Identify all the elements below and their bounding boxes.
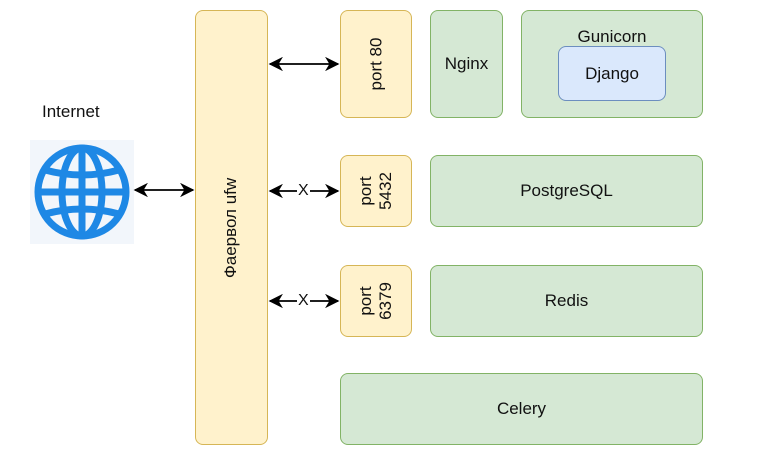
- celery-label: Celery: [496, 399, 547, 418]
- firewall-box: Фаервол ufw: [195, 10, 268, 445]
- django-box: Django: [558, 46, 666, 101]
- port-6379-box: port 6379: [340, 265, 412, 337]
- gunicorn-label: Gunicorn: [577, 27, 647, 46]
- port-5432-line2: 5432: [375, 172, 395, 210]
- firewall-label: Фаервол ufw: [221, 177, 241, 278]
- port-5432-box: port 5432: [340, 155, 412, 227]
- nginx-box: Nginx: [430, 10, 503, 118]
- port-5432-line1: port: [355, 176, 375, 206]
- port-80-box: port 80: [340, 10, 412, 118]
- port-80-label: port 80: [366, 37, 385, 91]
- celery-box: Celery: [340, 373, 703, 445]
- port-6379-line1: port: [355, 286, 375, 316]
- redis-label: Redis: [544, 291, 589, 310]
- blocked-mark-5432: X: [297, 182, 310, 199]
- nginx-label: Nginx: [444, 54, 489, 73]
- blocked-mark-6379: X: [297, 292, 310, 309]
- globe-icon: [30, 140, 134, 244]
- port-6379-label: port 6379: [356, 282, 396, 320]
- django-label: Django: [585, 63, 639, 83]
- redis-box: Redis: [430, 265, 703, 337]
- port-6379-line2: 6379: [375, 282, 395, 320]
- port-5432-label: port 5432: [356, 172, 396, 210]
- internet-label: Internet: [42, 102, 100, 121]
- postgresql-box: PostgreSQL: [430, 155, 703, 227]
- postgresql-label: PostgreSQL: [520, 181, 613, 200]
